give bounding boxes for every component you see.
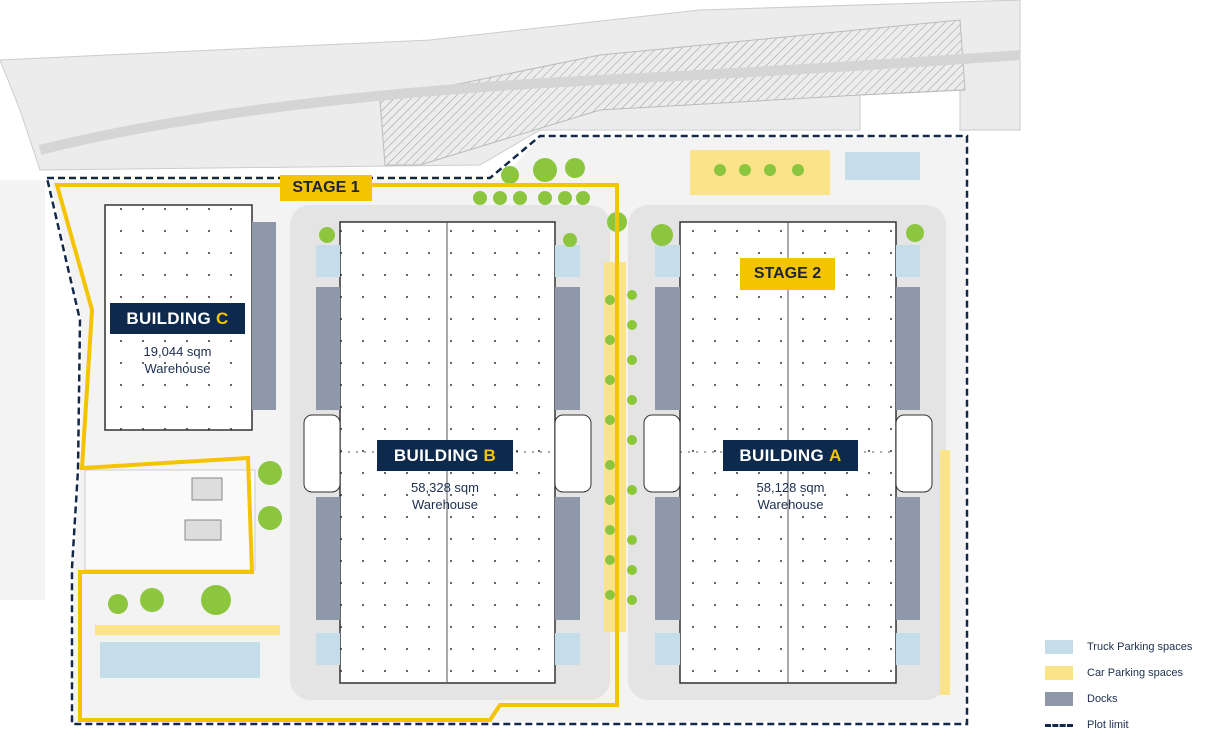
building-letter: C [215,308,229,328]
plot-limit [45,134,969,726]
building-area: 58,128 sqm [756,480,825,495]
building-use: Warehouse [757,497,824,512]
truck-swatch [1045,640,1073,654]
stage-1-boundary [54,183,619,722]
building-b-info: 58,328 sqm Warehouse [377,479,513,513]
stage-1-label: STAGE 1 [280,175,372,201]
plot-limit-swatch [1045,723,1073,727]
legend-label: Truck Parking spaces [1087,641,1193,653]
building-a-info: 58,128 sqm Warehouse [723,479,858,513]
road [38,50,1021,155]
shed-2 [184,519,222,541]
lower-left-area [84,469,256,571]
legend-item-truck: Truck Parking spaces [1045,634,1192,660]
building-use: Warehouse [144,361,211,376]
docks-swatch [1045,692,1073,706]
trees [108,158,924,615]
building-area: 58,328 sqm [411,480,479,495]
legend-label: Plot limit [1087,719,1129,731]
context-block [0,180,45,600]
legend-item-docks: Docks [1045,686,1192,712]
building-letter: B [483,445,497,465]
building-name: BUILDING [126,308,211,328]
legend-item-car: Car Parking spaces [1045,660,1192,686]
truck-parking [100,152,920,678]
building-letter: A [828,445,842,465]
car-swatch [1045,666,1073,680]
legend-label: Docks [1087,693,1118,705]
shed-1 [191,477,223,501]
legend: Truck Parking spaces Car Parking spaces … [1045,634,1192,738]
legend-label: Car Parking spaces [1087,667,1183,679]
stage-2-label: STAGE 2 [740,258,835,290]
docks [252,222,920,620]
hatched-area [379,19,966,166]
building-c-info: 19,044 sqm Warehouse [110,343,245,377]
building-name: BUILDING [393,445,479,465]
office-blocks [303,414,933,493]
building-use: Warehouse [412,497,478,512]
building-name: BUILDING [739,445,824,465]
legend-item-plot-limit: Plot limit [1045,712,1192,738]
building-area: 19,044 sqm [143,344,212,359]
car-parking [95,150,950,695]
